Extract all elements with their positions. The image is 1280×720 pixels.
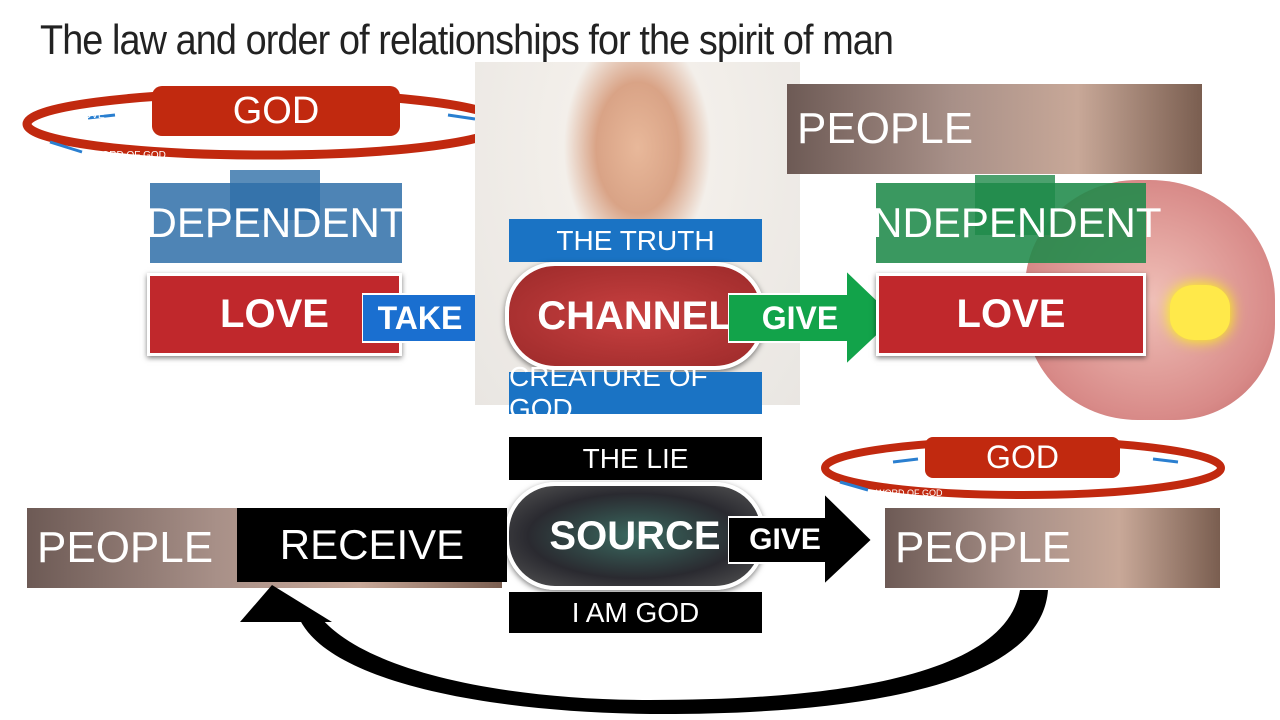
take-label: TAKE: [377, 299, 463, 336]
god-box-bottom: GOD: [925, 437, 1120, 478]
channel-cylinder: CHANNEL: [505, 262, 765, 370]
dependent-box: DEPENDENT: [146, 183, 406, 263]
lie-bar: THE LIE: [509, 437, 762, 480]
ring-word-label: WORD OF GOD: [92, 150, 166, 161]
slide-title: The law and order of relationships for t…: [40, 16, 894, 63]
ring-fruit-label-bottom: FRUIT: [1126, 452, 1153, 462]
god-box: GOD: [152, 86, 400, 136]
love-left-box: LOVE: [147, 273, 402, 356]
iamgod-bar: I AM GOD: [509, 592, 762, 633]
ring-word-label-bottom: WORD OF GOD: [876, 488, 943, 498]
people-photo-right: PEOPLE: [885, 508, 1220, 588]
people-photo-top: PEOPLE: [787, 84, 1202, 174]
give-arrow-green: [728, 270, 898, 367]
arrow-icon: [49, 140, 83, 154]
people-label-left: PEOPLE: [37, 523, 214, 572]
give-arrow-black: [728, 493, 874, 587]
give-label-top: GIVE: [761, 299, 839, 336]
truth-bar: THE TRUTH: [509, 219, 762, 262]
people-label-right: PEOPLE: [895, 523, 1072, 572]
independent-box: INDEPENDENT: [860, 183, 1162, 263]
receive-box: RECEIVE: [237, 508, 507, 582]
love-right-box: LOVE: [876, 273, 1146, 356]
source-cylinder: SOURCE: [505, 482, 765, 590]
arrow-icon: [447, 113, 476, 121]
people-label-top: PEOPLE: [797, 104, 974, 153]
arrow-icon: [87, 113, 116, 120]
ring-fruit-label: FRUIT: [406, 106, 436, 117]
lightning-icon: [1170, 285, 1230, 340]
give-label-bottom: GIVE: [749, 523, 821, 556]
ring-love-label: LOVE: [78, 110, 105, 121]
ring-love-label-bottom: LOVE: [866, 455, 891, 465]
creature-bar: CREATURE OF GOD: [509, 361, 762, 424]
